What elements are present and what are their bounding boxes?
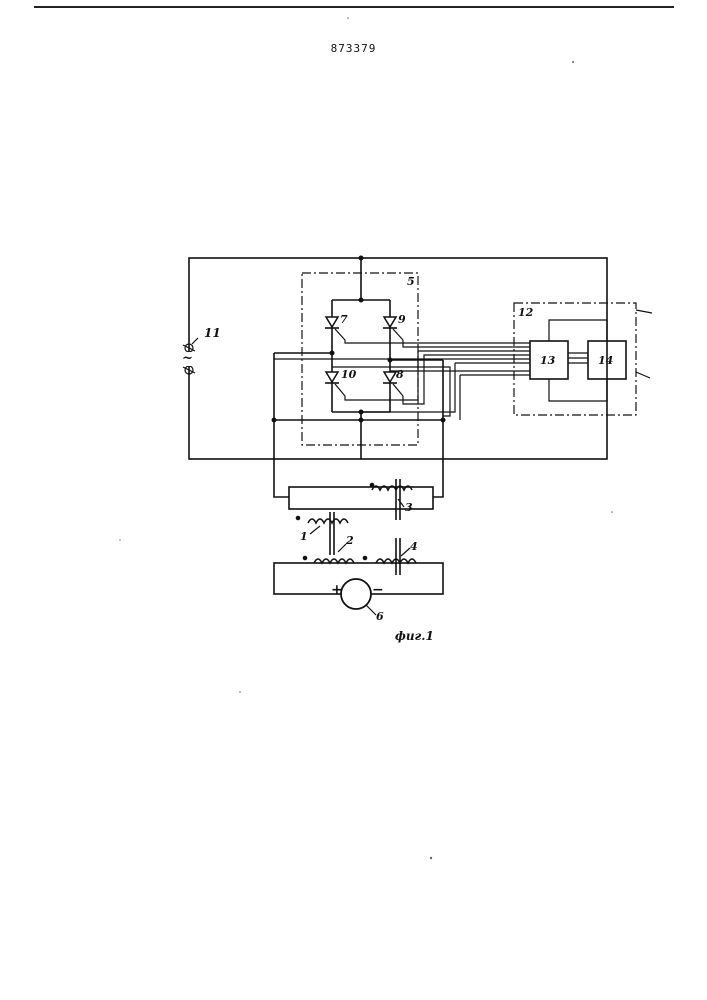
winding-4: 4 bbox=[363, 538, 417, 575]
junction-dot bbox=[359, 256, 363, 260]
label-7: 7 bbox=[340, 313, 348, 326]
thyristor-8: 8 bbox=[383, 368, 404, 396]
label-13: 13 bbox=[540, 354, 556, 367]
label-1: 1 bbox=[300, 530, 308, 543]
label-2: 2 bbox=[345, 534, 354, 547]
thyristor-7: 7 bbox=[325, 313, 348, 340]
thyristor-9: 9 bbox=[383, 313, 406, 340]
junction-dot bbox=[359, 418, 363, 422]
label-8: 8 bbox=[396, 368, 404, 381]
scan-noise bbox=[119, 17, 613, 859]
winding-3: 3 bbox=[370, 479, 413, 520]
label-6: 6 bbox=[376, 610, 384, 623]
winding-1: 1 bbox=[296, 512, 348, 555]
label-10: 10 bbox=[341, 368, 357, 381]
winding-2: 2 bbox=[303, 534, 354, 563]
label-12: 12 bbox=[518, 306, 534, 319]
label-4: 4 bbox=[410, 540, 418, 553]
label-14: 14 bbox=[598, 354, 613, 367]
label-3: 3 bbox=[405, 501, 413, 514]
label-5: 5 bbox=[407, 275, 415, 288]
plus-sign: + bbox=[331, 582, 343, 598]
thyristor-10: 10 bbox=[325, 368, 357, 396]
junction-dot bbox=[330, 351, 334, 355]
dc-circuit: + − 6 bbox=[274, 563, 443, 623]
label-9: 9 bbox=[398, 313, 406, 326]
minus-sign: − bbox=[372, 582, 384, 598]
figure-caption: фиг.1 bbox=[395, 629, 434, 643]
ac-symbol: ~ bbox=[182, 351, 193, 366]
label-11: 11 bbox=[204, 326, 221, 340]
ac-source-11: ~ 11 bbox=[182, 326, 221, 374]
dc-source-6 bbox=[341, 579, 371, 609]
junction-dot bbox=[359, 298, 363, 302]
